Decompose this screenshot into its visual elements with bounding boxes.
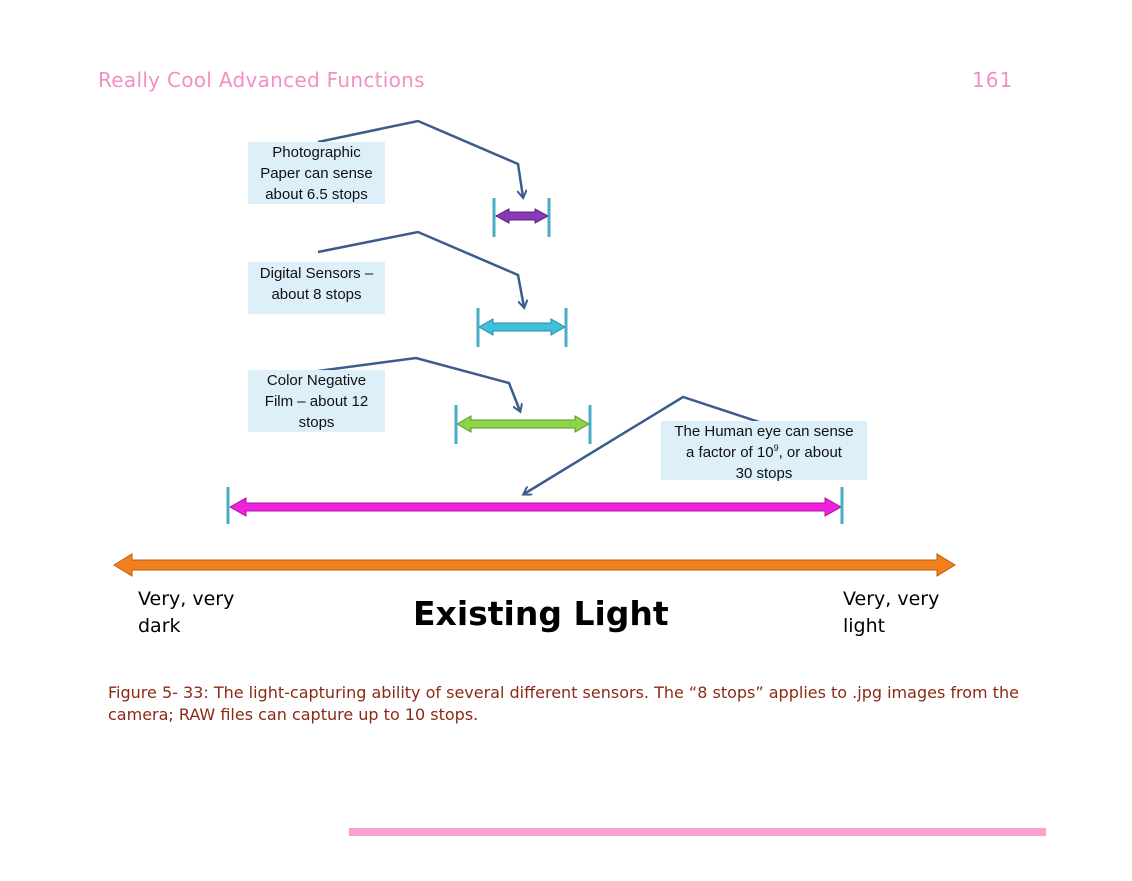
figure-caption-label: Figure 5- 33: xyxy=(108,683,209,702)
footer-decorative-bar xyxy=(349,828,1046,836)
color-film-range-arrow xyxy=(454,405,592,444)
digital-sensor-connector xyxy=(317,230,524,307)
page-header-title: Really Cool Advanced Functions xyxy=(98,68,425,92)
human-eye-callout-line2: a factor of 109, or about xyxy=(661,442,867,463)
human-eye-range-arrow xyxy=(226,487,844,524)
human-eye-callout-superscript: 9 xyxy=(773,443,779,453)
photo-paper-connector xyxy=(317,119,523,197)
human-eye-callout-line1: The Human eye can sense xyxy=(674,423,854,440)
existing-light-axis-arrow xyxy=(113,553,956,577)
figure-caption: Figure 5- 33: The light-capturing abilit… xyxy=(108,682,1028,726)
axis-left-label: Very, very dark xyxy=(138,588,235,637)
figure-caption-text: The light-capturing ability of several d… xyxy=(108,683,1019,724)
photo-paper-callout: Photographic Paper can sense about 6.5 s… xyxy=(248,142,385,204)
axis-right-label: Very, very light xyxy=(843,588,940,637)
human-eye-callout-line2-suffix: , or about xyxy=(778,444,842,461)
axis-title: Existing Light xyxy=(413,594,669,633)
color-film-connector xyxy=(317,356,520,411)
human-eye-connector xyxy=(524,395,766,494)
human-eye-callout-line2-prefix: a factor of 10 xyxy=(686,444,774,461)
human-eye-callout-line3: 30 stops xyxy=(735,465,793,482)
digital-sensor-callout: Digital Sensors – about 8 stops xyxy=(248,262,385,314)
digital-sensor-range-arrow xyxy=(476,308,568,347)
color-film-callout: Color Negative Film – about 12 stops xyxy=(248,370,385,432)
page-number: 161 xyxy=(972,68,1014,92)
photo-paper-range-arrow xyxy=(492,198,551,237)
human-eye-callout: The Human eye can sense a factor of 109,… xyxy=(661,421,867,482)
